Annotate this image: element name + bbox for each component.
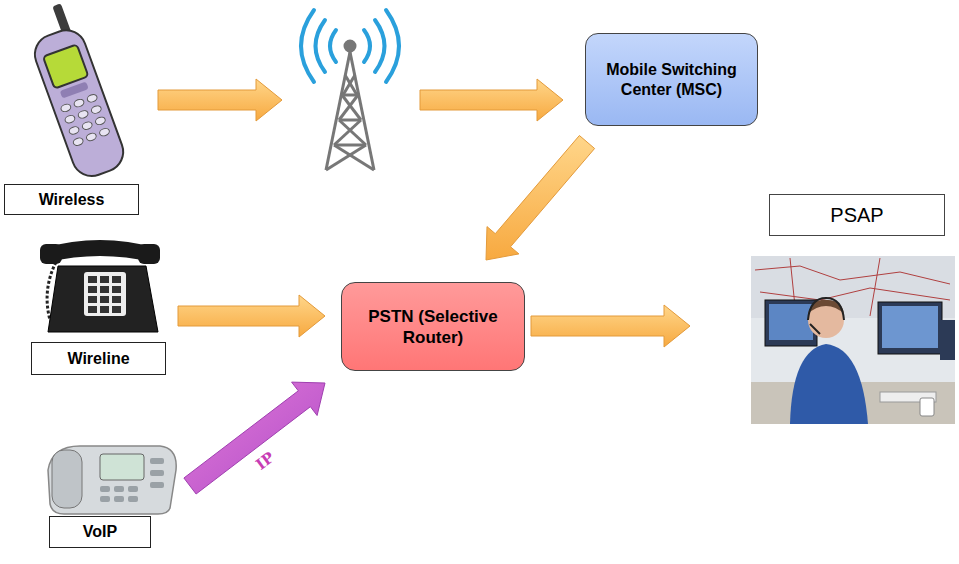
arrow-segment bbox=[184, 382, 325, 494]
psap-group: PSAP bbox=[748, 194, 957, 426]
device-group: Wireline bbox=[30, 236, 166, 376]
switch-box: Mobile Switching Center (MSC) bbox=[585, 33, 758, 126]
box-text: Mobile Switching Center (MSC) bbox=[586, 60, 757, 100]
block-arrow bbox=[184, 382, 325, 494]
edge-label: IP bbox=[253, 448, 278, 473]
block-arrow bbox=[178, 295, 325, 337]
arrow-segment bbox=[158, 79, 282, 121]
box-text: PSTN (Selective Router) bbox=[342, 306, 524, 348]
cell-phone-picture bbox=[20, 0, 128, 181]
device-label: PSAP bbox=[769, 194, 945, 236]
device-group: Wireless bbox=[8, 4, 136, 216]
radio-waves bbox=[301, 10, 399, 82]
device-label: Wireless bbox=[4, 184, 139, 215]
block-arrow bbox=[158, 79, 563, 121]
device-label: Wireline bbox=[31, 342, 166, 375]
voip-phone-picture bbox=[48, 446, 176, 514]
desk-phone-picture bbox=[40, 240, 160, 332]
arrow-segment bbox=[531, 305, 690, 347]
arrow-segment bbox=[178, 295, 325, 337]
device-label: VoIP bbox=[49, 516, 151, 548]
block-arrow bbox=[486, 136, 595, 261]
block-arrow bbox=[531, 305, 690, 347]
arrow-segment bbox=[486, 136, 595, 261]
router-box: PSTN (Selective Router) bbox=[341, 282, 525, 371]
arrow-segment bbox=[420, 79, 563, 121]
dispatcher-photo bbox=[751, 256, 955, 424]
device-group: VoIP bbox=[40, 436, 180, 549]
